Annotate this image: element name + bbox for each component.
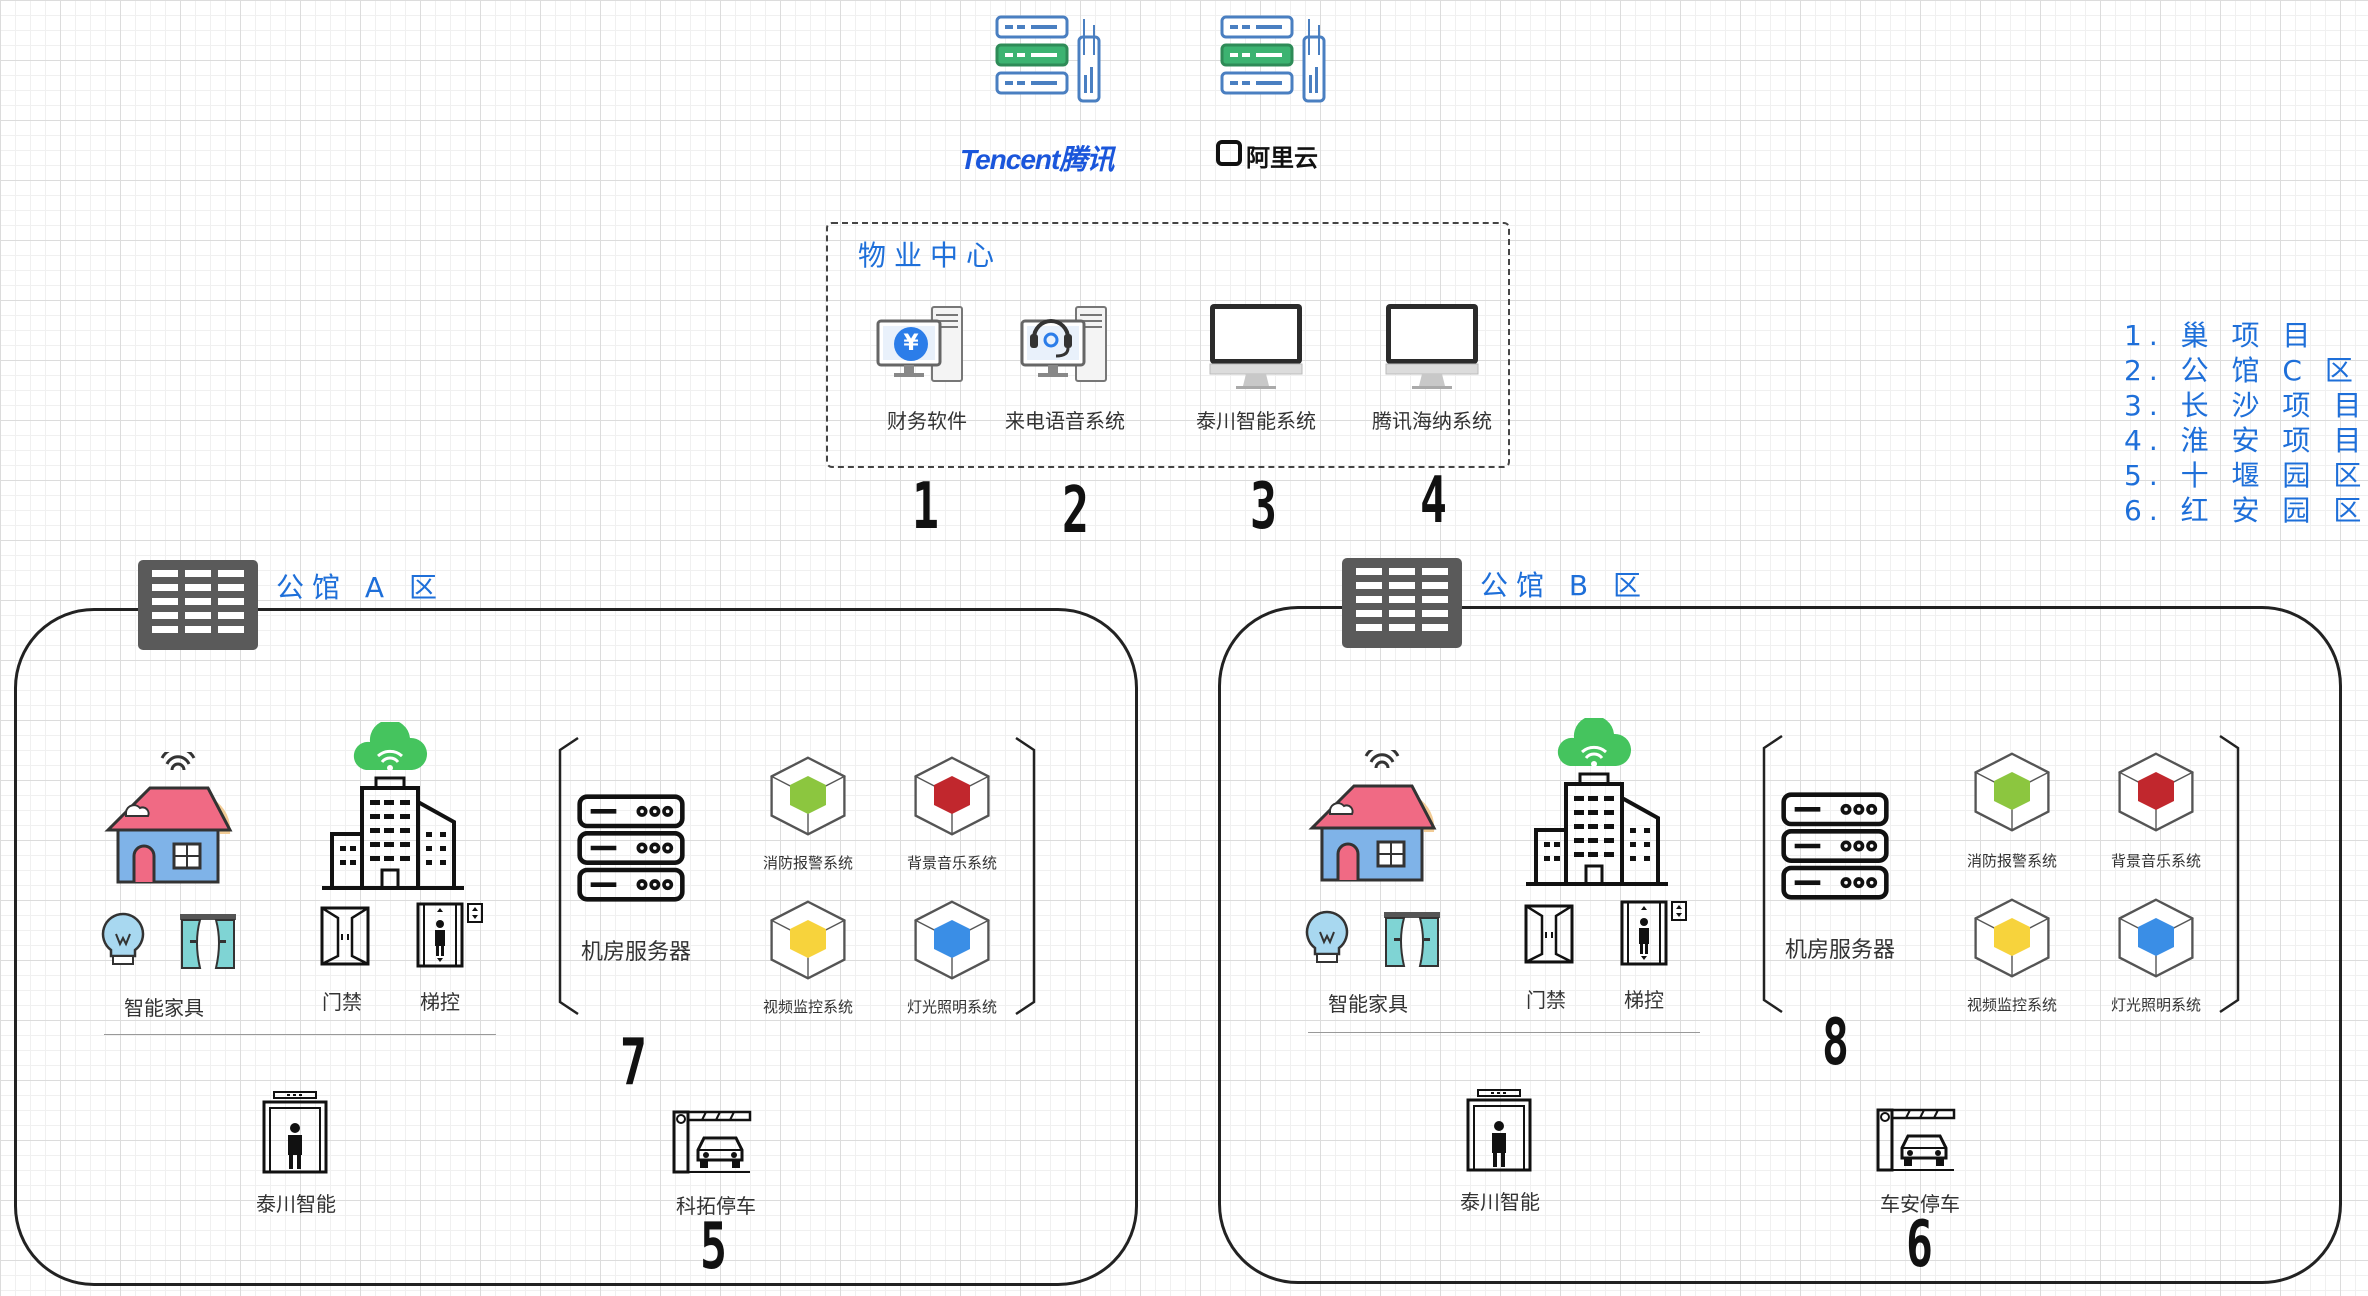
cloud-provider-aliyun: 阿里云: [1190, 10, 1350, 180]
parking-barrier-icon: [672, 1104, 752, 1174]
server-rack-icon: [576, 790, 686, 906]
parking-barrier-icon: [1876, 1102, 1956, 1172]
headset-icon: [1030, 319, 1072, 358]
system-label-haina: 腾讯海纳系统: [1372, 409, 1492, 433]
door-icon: [320, 906, 370, 966]
server-rack-icon: [1780, 788, 1890, 904]
video-surveillance-cube-icon: [1970, 896, 2054, 980]
gate-vendor-label: 泰川智能: [256, 1192, 336, 1216]
lighting-cube-icon: [910, 898, 994, 982]
property-center-title: 物业中心: [858, 239, 1003, 272]
gate-vendor-label: 泰川智能: [1460, 1190, 1540, 1214]
lighting-cube-icon: [2114, 896, 2198, 980]
bracket-left-icon: [558, 736, 579, 1016]
parking-vendor-label: 车安停车: [1880, 1192, 1960, 1216]
monitor-icon: [1206, 300, 1306, 390]
smart-home-label: 智能家具: [1328, 992, 1408, 1016]
server-room-label: 机房服务器: [1784, 938, 1895, 963]
aliyun-logo-icon: [1216, 140, 1242, 166]
access-control-label: 门禁: [1526, 988, 1566, 1012]
zone-a-title: 公馆 A 区: [276, 571, 445, 604]
yuan-symbol-icon: ¥: [894, 327, 928, 361]
curtain-icon: [1382, 910, 1442, 970]
bracket-right-icon: [1015, 736, 1036, 1016]
access-control-label: 门禁: [322, 990, 362, 1014]
monitor-icon: [1382, 300, 1482, 390]
access-gate-icon: [260, 1090, 330, 1174]
number-label: 5: [700, 1210, 727, 1284]
zone-a-boundary: [14, 608, 1138, 1286]
legend-item: 6. 红 安 园 区: [2124, 494, 2368, 527]
number-label: 6: [1906, 1208, 1933, 1282]
music-cube-icon: [2114, 750, 2198, 834]
subsystem-label: 消防报警系统: [762, 854, 853, 872]
bracket-right-icon: [2219, 734, 2240, 1014]
light-bulb-icon: [98, 910, 148, 970]
legend-item: 3. 长 沙 项 目: [2124, 389, 2368, 422]
number-label: 3: [1250, 470, 1277, 544]
subsystem-label: 视频监控系统: [1966, 996, 2057, 1014]
curtain-icon: [178, 912, 238, 972]
system-label-call: 来电语音系统: [1005, 409, 1125, 433]
number-label: 4: [1420, 464, 1447, 538]
number-label: 8: [1822, 1006, 1849, 1080]
bracket-left-icon: [1762, 734, 1783, 1014]
divider-line: [104, 1034, 496, 1035]
subsystem-label: 消防报警系统: [1966, 852, 2057, 870]
smart-house-icon: [1308, 750, 1438, 890]
access-gate-icon: [1464, 1088, 1534, 1172]
cloud-provider-tencent: Tencent腾讯: [960, 10, 1120, 180]
elevator-icon: [1620, 900, 1690, 966]
smart-building-icon: [1522, 718, 1672, 888]
project-legend: 1. 巢 项 目 2. 公 馆 C 区 3. 长 沙 项 目 4. 淮 安 项 …: [2124, 318, 2368, 528]
smart-house-icon: [104, 752, 234, 892]
subsystem-label: 背景音乐系统: [2110, 852, 2201, 870]
system-label-taichuan: 泰川智能系统: [1196, 409, 1316, 433]
parking-vendor-label: 科拓停车: [676, 1194, 756, 1218]
elevator-control-label: 梯控: [1624, 988, 1664, 1012]
system-label-finance: 财务软件: [887, 409, 967, 433]
video-surveillance-cube-icon: [766, 898, 850, 982]
smart-home-label: 智能家具: [124, 996, 204, 1020]
smart-building-icon: [318, 722, 468, 892]
light-bulb-icon: [1302, 908, 1352, 968]
legend-item: 2. 公 馆 C 区: [2124, 354, 2360, 387]
server-rack-icon: [1220, 14, 1330, 106]
door-icon: [1524, 904, 1574, 964]
server-rack-icon: [995, 14, 1105, 106]
zone-header-icon: [1342, 558, 1462, 648]
tencent-logo: Tencent腾讯: [960, 144, 1114, 175]
subsystem-label: 灯光照明系统: [2110, 996, 2201, 1014]
subsystem-label: 视频监控系统: [762, 998, 853, 1016]
music-cube-icon: [910, 754, 994, 838]
aliyun-logo: 阿里云: [1246, 144, 1318, 172]
elevator-icon: [416, 902, 486, 968]
zone-b-title: 公馆 B 区: [1480, 569, 1650, 602]
zone-header-icon: [138, 560, 258, 650]
elevator-control-label: 梯控: [420, 990, 460, 1014]
number-label: 1: [912, 470, 939, 544]
zone-b-boundary: [1218, 606, 2342, 1284]
subsystem-label: 背景音乐系统: [906, 854, 997, 872]
property-center-box: [826, 222, 1510, 468]
fire-alarm-cube-icon: [1970, 750, 2054, 834]
divider-line: [1308, 1032, 1700, 1033]
legend-item: 5. 十 堰 园 区: [2124, 459, 2368, 492]
legend-item: 4. 淮 安 项 目: [2124, 424, 2368, 457]
number-label: 2: [1062, 474, 1089, 548]
server-room-label: 机房服务器: [580, 940, 691, 965]
legend-item: 1. 巢 项 目: [2124, 319, 2318, 352]
number-label: 7: [620, 1026, 647, 1100]
subsystem-label: 灯光照明系统: [906, 998, 997, 1016]
fire-alarm-cube-icon: [766, 754, 850, 838]
